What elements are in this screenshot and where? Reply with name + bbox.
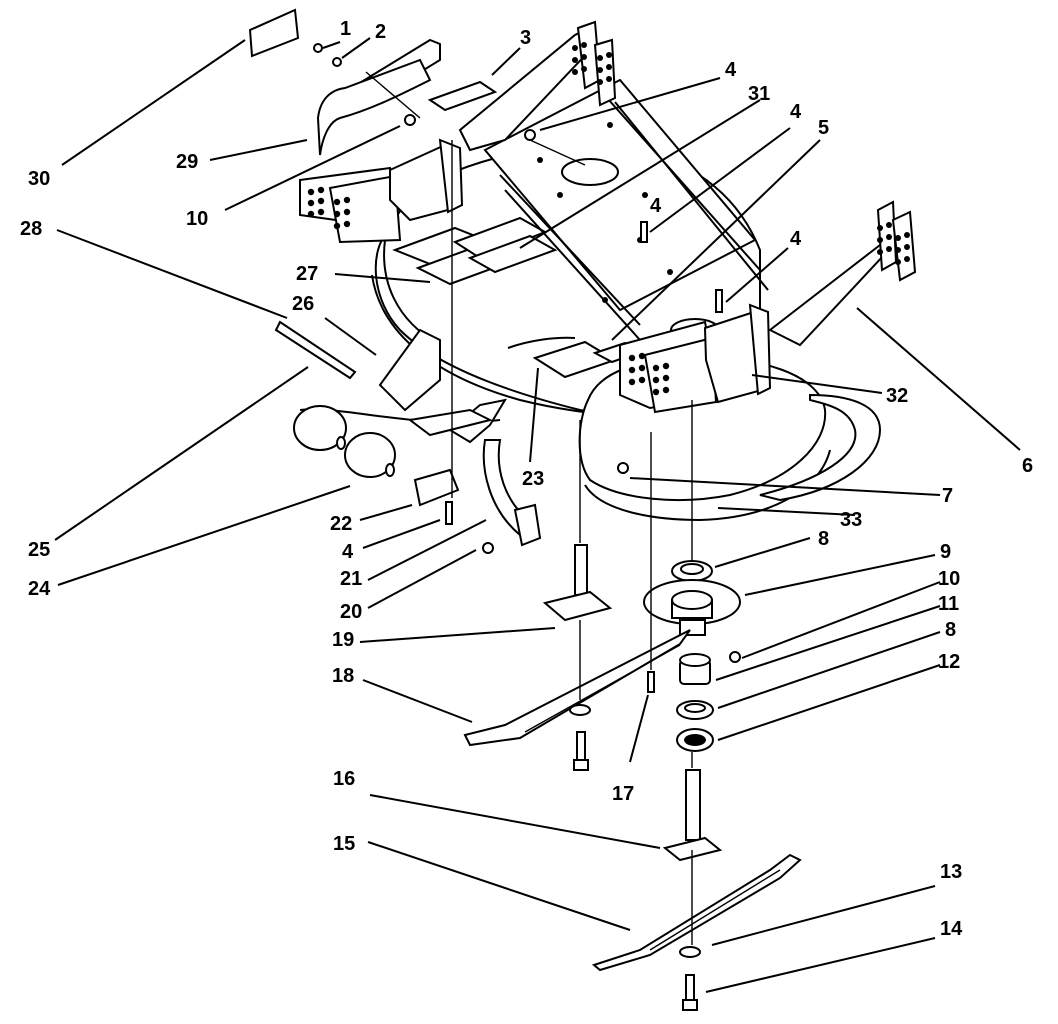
callout-4: 4 <box>790 101 802 123</box>
anti-scalp-assembly <box>274 320 542 547</box>
callout-22: 22 <box>330 513 352 535</box>
callout-8: 8 <box>945 619 956 641</box>
callout-19: 19 <box>332 629 354 651</box>
callout-15: 15 <box>333 833 355 855</box>
left-hanger-bracket <box>299 138 464 244</box>
right-hanger-bracket <box>619 200 917 414</box>
callout-11: 11 <box>938 593 959 615</box>
leader-lines <box>54 37 1021 993</box>
callout-28: 28 <box>20 218 42 240</box>
alignment-lines <box>365 71 693 945</box>
callout-10: 10 <box>186 208 208 230</box>
callout-2: 2 <box>375 21 386 43</box>
callout-7: 7 <box>942 485 953 507</box>
spindle-assembly <box>542 544 741 862</box>
callout-5: 5 <box>818 117 829 139</box>
callout-14: 14 <box>940 918 963 940</box>
callout-4: 4 <box>725 59 737 81</box>
callout-18: 18 <box>332 665 354 687</box>
fasteners <box>313 43 741 693</box>
callout-27: 27 <box>296 263 318 285</box>
callout-17: 17 <box>612 783 634 805</box>
callout-3: 3 <box>520 27 531 49</box>
callout-4: 4 <box>342 541 354 563</box>
callout-12: 12 <box>938 651 960 673</box>
callout-6: 6 <box>1022 455 1033 477</box>
callout-26: 26 <box>292 293 314 315</box>
callout-29: 29 <box>176 151 198 173</box>
rear-shield-flap <box>248 8 432 156</box>
callout-1: 1 <box>340 18 351 40</box>
callout-21: 21 <box>340 568 362 590</box>
callout-4: 4 <box>650 195 662 217</box>
callout-25: 25 <box>28 539 50 561</box>
callout-20: 20 <box>340 601 362 623</box>
callout-32: 32 <box>886 385 908 407</box>
callout-23: 23 <box>522 468 544 490</box>
callout-numbers: 1 2 3 4 31 4 5 4 30 29 10 28 26 27 32 6 … <box>20 18 1033 940</box>
callout-13: 13 <box>940 861 962 883</box>
callout-31: 31 <box>748 83 770 105</box>
callout-4: 4 <box>790 228 802 250</box>
callout-10: 10 <box>938 568 960 590</box>
mower-blades <box>463 629 802 1011</box>
callout-30: 30 <box>28 168 50 190</box>
rear-hitch-arm <box>338 20 617 152</box>
callout-24: 24 <box>28 578 51 600</box>
callout-9: 9 <box>940 541 951 563</box>
callout-33: 33 <box>840 509 862 531</box>
callout-16: 16 <box>333 768 355 790</box>
callout-8: 8 <box>818 528 829 550</box>
